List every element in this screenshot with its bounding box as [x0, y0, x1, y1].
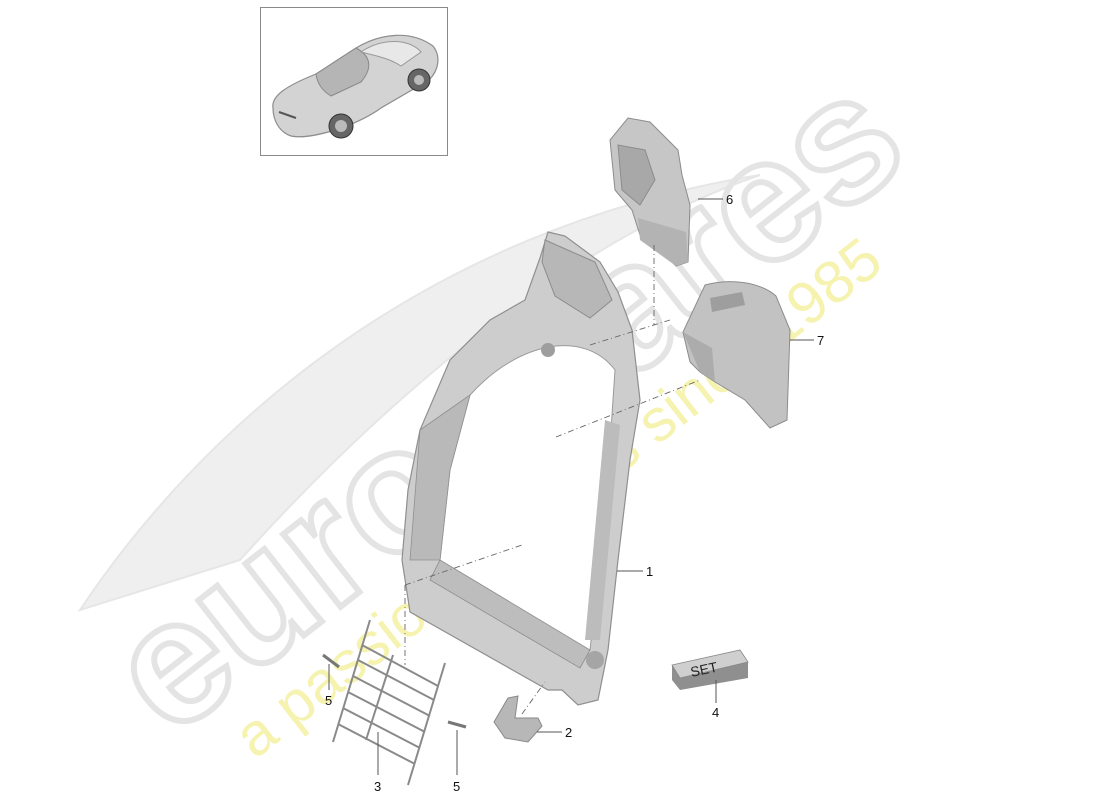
part-7-side-cover[interactable] — [682, 281, 791, 429]
leader-lines — [328, 198, 814, 775]
part-1-backrest-frame[interactable] — [401, 231, 641, 706]
car-icon — [272, 34, 439, 139]
svg-text:SET: SET — [689, 659, 719, 680]
part-6-upper-cover[interactable] — [609, 117, 691, 267]
part-2-bracket[interactable] — [493, 695, 543, 743]
alignment-lines — [404, 245, 701, 715]
callout-3[interactable]: 3 — [374, 779, 382, 794]
callout-2[interactable]: 2 — [565, 725, 573, 740]
callout-4[interactable]: 4 — [712, 705, 720, 720]
callout-7[interactable]: 7 — [817, 333, 825, 348]
part-4-set-box[interactable]: SET — [671, 649, 749, 690]
vehicle-thumbnail — [260, 7, 448, 156]
callout-5-left[interactable]: 5 — [325, 693, 333, 708]
callout-1[interactable]: 1 — [646, 564, 654, 579]
part-3-spring-mat[interactable] — [332, 619, 446, 786]
part-5-spring-right[interactable] — [447, 720, 467, 729]
callout-6[interactable]: 6 — [726, 192, 734, 207]
part-5-spring-left[interactable] — [322, 653, 340, 669]
callout-5-right[interactable]: 5 — [453, 779, 461, 794]
